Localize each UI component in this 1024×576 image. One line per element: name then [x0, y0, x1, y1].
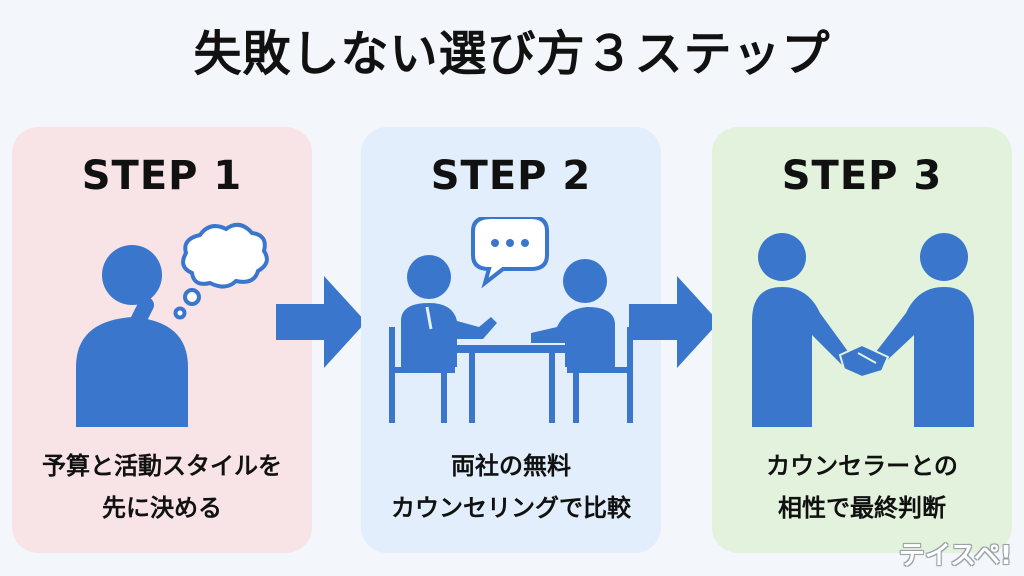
step-description-line: 予算と活動スタイルを — [42, 452, 282, 480]
step-description-line: カウンセラーとの — [766, 452, 958, 480]
counseling-meeting-icon — [389, 217, 633, 423]
step-label: STEP 2 — [430, 153, 592, 199]
handshake-icon — [752, 233, 974, 427]
step-description: 予算と活動スタイルを 先に決める — [12, 445, 312, 529]
step-card-3: STEP 3 カウンセラーとの 相性で最終判断 — [712, 127, 1012, 553]
step-label: STEP 1 — [81, 153, 243, 199]
arrow-right-icon — [276, 276, 366, 368]
step-description: カウンセラーとの 相性で最終判断 — [712, 445, 1012, 529]
arrow-right-icon — [629, 276, 719, 368]
thinking-person-icon — [76, 222, 269, 427]
step-description-line: 先に決める — [102, 494, 222, 522]
step-label: STEP 3 — [781, 153, 943, 199]
page-title: 失敗しない選び方３ステップ — [193, 26, 831, 82]
site-logo: テイスペ! — [899, 535, 1012, 572]
step-description-line: 相性で最終判断 — [778, 494, 946, 522]
logo-text: テイスペ! — [898, 541, 1012, 571]
step-description: 両社の無料 カウンセリングで比較 — [361, 445, 661, 529]
step-description-line: カウンセリングで比較 — [391, 494, 631, 522]
step-description-line: 両社の無料 — [451, 452, 571, 480]
step-card-1: STEP 1 予算と活動スタイルを 先に決める — [12, 127, 312, 553]
step-card-2: STEP 2 両社の無料 カウンセリングで比較 — [361, 127, 661, 553]
